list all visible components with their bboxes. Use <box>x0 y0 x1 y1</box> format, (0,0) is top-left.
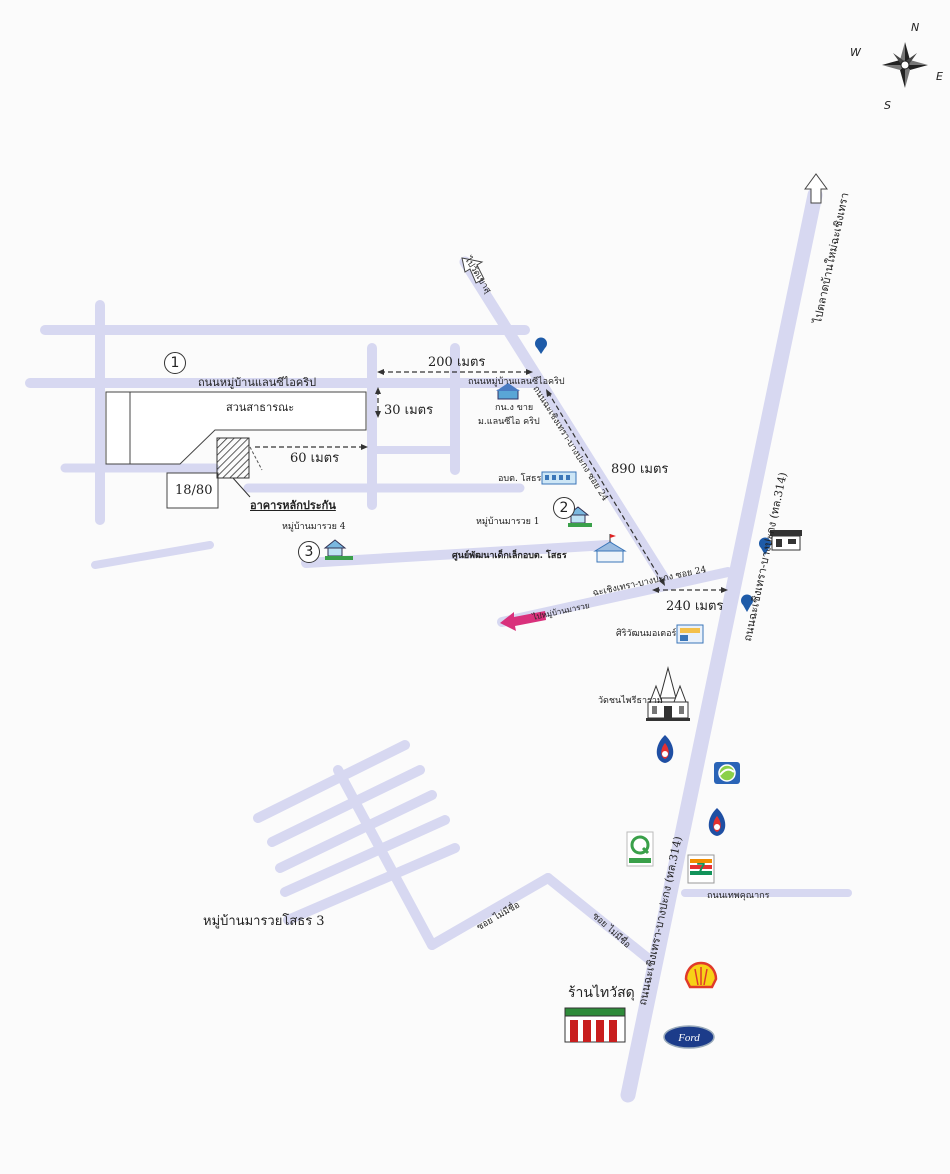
market-icon <box>676 624 704 644</box>
sales-office-label-1: กน.ง ขาย <box>495 403 534 413</box>
distance-30m: 30 เมตร <box>384 403 434 418</box>
pin-icon <box>741 594 753 612</box>
sales-office-label-2: ม.แลนซีไอ คริป <box>478 417 540 427</box>
park-label: สวนสาธารณะ <box>226 401 295 414</box>
north-arrow-highway <box>804 173 828 204</box>
distance-200m: 200 เมตร <box>428 355 486 370</box>
road-label-village: ถนนหมู่บ้านแลนซีไอคริป <box>198 376 317 389</box>
pin-icon <box>759 537 771 555</box>
pin-icon <box>535 337 547 354</box>
side-road-label: ถนนเทพคุณากร <box>707 891 770 901</box>
shell-station-icon <box>684 961 718 989</box>
compass-west-label: W <box>850 46 861 59</box>
compass-south-label: S <box>884 99 891 112</box>
compass-icon <box>882 42 928 88</box>
village-3-label: หมู่บ้านมารวยโสธร 3 <box>203 914 325 929</box>
village-4-label: หมู่บ้านมารวย 4 <box>282 522 346 532</box>
sales-office-icon <box>496 383 520 400</box>
compass-east-label: E <box>936 70 943 83</box>
child-center-icon <box>593 534 627 563</box>
distance-240m: 240 เมตร <box>666 599 724 614</box>
marker-2: 2 <box>553 497 575 519</box>
compass-north-label: N <box>911 21 920 34</box>
marker-3: 3 <box>298 541 320 563</box>
temple-label: วัดชนไพรีธาราม <box>598 696 663 706</box>
ptt-station-icon <box>656 735 674 763</box>
collateral-building <box>216 437 250 479</box>
village-1-label: หมู่บ้านมารวย 1 <box>476 517 540 527</box>
q-station-icon <box>626 831 654 867</box>
marker-1: 1 <box>164 352 186 374</box>
police-box-icon <box>770 530 802 551</box>
market-label: ศิริวัฒนมอเตอร์ <box>616 629 677 639</box>
distance-890m: 890 เมตร <box>611 462 669 477</box>
arrow-to-lower-left <box>500 611 546 631</box>
shop-icon <box>564 1007 626 1043</box>
dimension-lines <box>255 371 725 591</box>
seven-eleven-icon: 7 <box>687 854 715 884</box>
park-area <box>105 391 367 465</box>
bangchak-station-icon <box>714 762 740 784</box>
arrow-to-top-road <box>461 257 485 284</box>
svg-text:7: 7 <box>697 861 706 878</box>
svg-text:Ford: Ford <box>677 1032 700 1044</box>
parcel-box <box>166 472 219 509</box>
dimension-arrowheads <box>361 369 728 593</box>
main-highway-314 <box>620 187 823 1103</box>
road-label-village-small: ถนนหมู่บ้านแลนซีไอคริป <box>468 377 565 387</box>
village-4-road <box>301 540 613 568</box>
ford-dealer-icon: Ford <box>663 1025 715 1049</box>
village-4-house-icon <box>323 539 353 560</box>
obt-label: อบต. โสธร <box>498 474 542 484</box>
obt-building-icon <box>541 471 577 485</box>
distance-60m: 60 เมตร <box>290 451 340 466</box>
parcel-label: 18/80 <box>175 483 213 498</box>
road-network <box>25 187 852 1103</box>
temple-icon <box>646 666 690 721</box>
shop-label: ร้านไทวัสดุ <box>568 985 635 1001</box>
child-center-label: ศูนย์พัฒนาเด็กเล็กอบต. โสธร <box>452 551 567 561</box>
ptt-station-icon <box>708 808 726 836</box>
collateral-label: อาคารหลักประกัน <box>250 499 336 512</box>
